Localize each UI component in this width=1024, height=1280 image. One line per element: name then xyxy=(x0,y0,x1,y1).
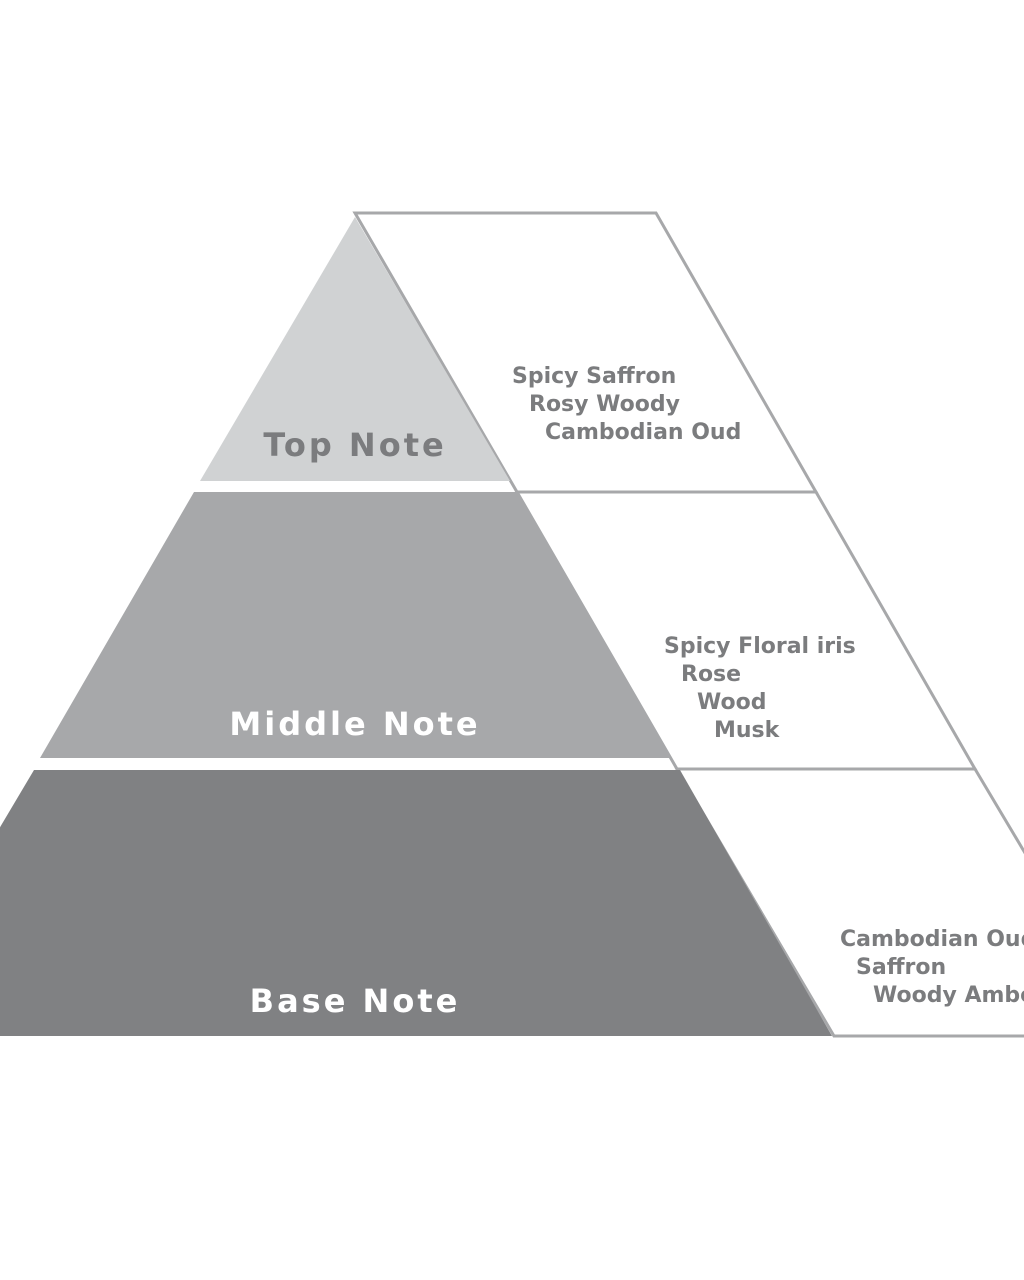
base-note-ingredient: Woody Amber xyxy=(873,983,1024,1008)
top-note-label: Top Note xyxy=(263,426,446,464)
middle-note-ingredient: Spicy Floral iris xyxy=(664,634,856,659)
base-note-ingredient: Cambodian Oud xyxy=(840,927,1024,952)
middle-note-ingredient: Wood xyxy=(697,690,766,715)
top-note-ingredient: Spicy Saffron xyxy=(512,364,676,389)
base-note-outline-panel xyxy=(674,767,1024,1038)
base-note-tier xyxy=(0,770,832,1036)
base-note-label: Base Note xyxy=(250,982,461,1020)
top-note-ingredient: Rosy Woody xyxy=(529,392,680,417)
middle-note-ingredient: Rose xyxy=(681,662,741,687)
top-note-tier xyxy=(200,217,510,481)
base-note-ingredient: Saffron xyxy=(856,955,946,980)
middle-note-tier xyxy=(40,492,672,758)
top-note-ingredient: Cambodian Oud xyxy=(545,420,741,445)
middle-note-label: Middle Note xyxy=(229,705,480,743)
middle-note-ingredient: Musk xyxy=(714,718,781,743)
